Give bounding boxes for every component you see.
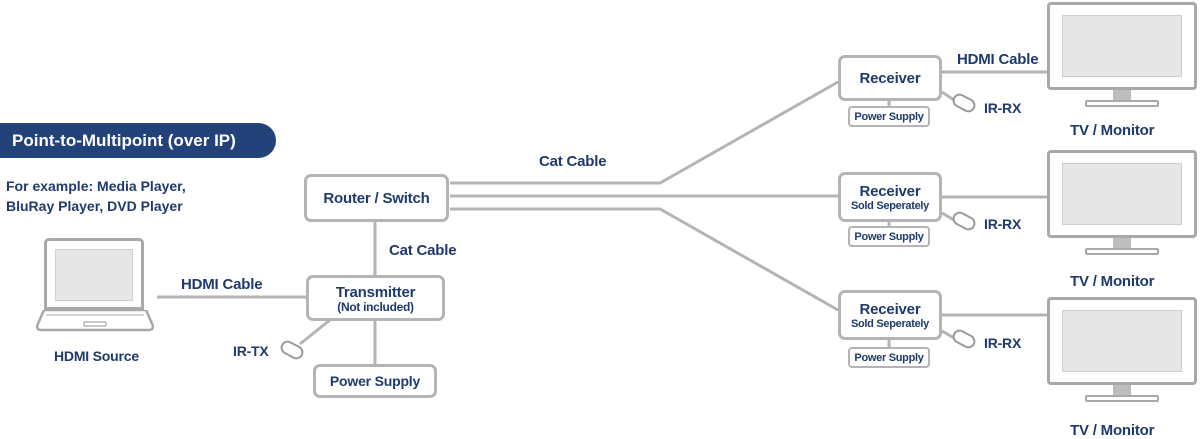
display-1-label: TV / Monitor — [1070, 122, 1155, 139]
hdmi-cable-label-top: HDMI Cable — [957, 51, 1039, 68]
display-3-label: TV / Monitor — [1070, 422, 1155, 439]
router-label: Router / Switch — [323, 189, 430, 207]
example-text: For example: Media Player, BluRay Player… — [6, 176, 186, 216]
example-line-1: For example: Media Player, — [6, 178, 186, 194]
receiver-2-label: Receiver — [859, 182, 921, 200]
transmitter-power-label: Power Supply — [329, 372, 421, 389]
cat-line-receiver-1 — [450, 80, 839, 185]
cat-cable-label-top: Cat Cable — [539, 153, 607, 170]
receiver-3-note: Sold Seperately — [850, 317, 930, 330]
ir-rx-3-label: IR-RX — [984, 335, 1022, 351]
ir-tx-line — [299, 318, 331, 346]
transmitter-label: Transmitter — [335, 283, 416, 301]
cat-line-receiver-3 — [450, 207, 839, 312]
receiver-3-label: Receiver — [859, 300, 921, 318]
example-line-2: BluRay Player, DVD Player — [6, 198, 183, 214]
receiver-1-power-supply: Power Supply — [848, 106, 930, 127]
display-2-label: TV / Monitor — [1070, 273, 1155, 290]
receiver-1-label: Receiver — [859, 69, 921, 87]
ir-rx-1-label: IR-RX — [984, 100, 1022, 116]
receiver-3-box: Receiver Sold Seperately — [838, 290, 942, 340]
transmitter-box: Transmitter (Not included) — [306, 275, 445, 321]
router-switch-box: Router / Switch — [304, 174, 449, 222]
receiver-3-power-supply: Power Supply — [848, 347, 930, 368]
receiver-2-box: Receiver Sold Seperately — [838, 172, 942, 222]
ir-rx-2-label: IR-RX — [984, 216, 1022, 232]
ir-tx-label: IR-TX — [233, 343, 269, 359]
receiver-2-note: Sold Seperately — [850, 199, 930, 212]
receiver-1-box: Receiver — [838, 55, 942, 101]
cat-cable-label-vertical: Cat Cable — [389, 242, 457, 259]
hdmi-cable-label-source: HDMI Cable — [181, 276, 263, 293]
source-label: HDMI Source — [54, 348, 139, 364]
transmitter-note: (Not included) — [337, 299, 414, 314]
diagram-title-badge: Point-to-Multipoint (over IP) — [0, 123, 276, 158]
receiver-2-power-supply: Power Supply — [848, 226, 930, 247]
diagram-title: Point-to-Multipoint (over IP) — [12, 130, 236, 150]
transmitter-power-supply-box: Power Supply — [313, 364, 437, 398]
